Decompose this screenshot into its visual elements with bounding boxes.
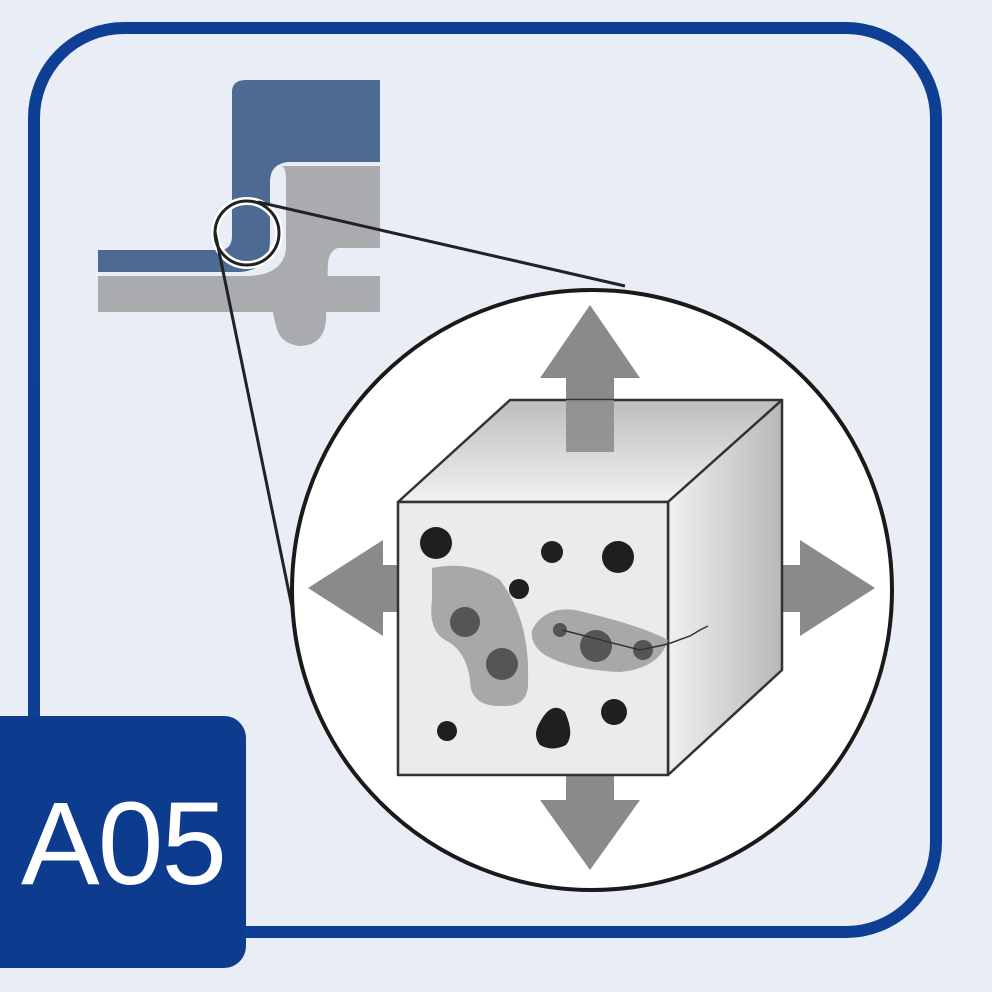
seal-cross-section-icon [98, 80, 380, 346]
arrow-left-icon [308, 540, 400, 636]
arrow-down-icon [540, 772, 640, 870]
badge-label: A05 [21, 778, 227, 910]
zoom-line-top [257, 200, 626, 288]
arrow-up-icon [540, 305, 640, 452]
zoom-line-bottom [213, 231, 295, 613]
material-defects [420, 527, 709, 749]
code-badge: A05 [0, 716, 246, 968]
